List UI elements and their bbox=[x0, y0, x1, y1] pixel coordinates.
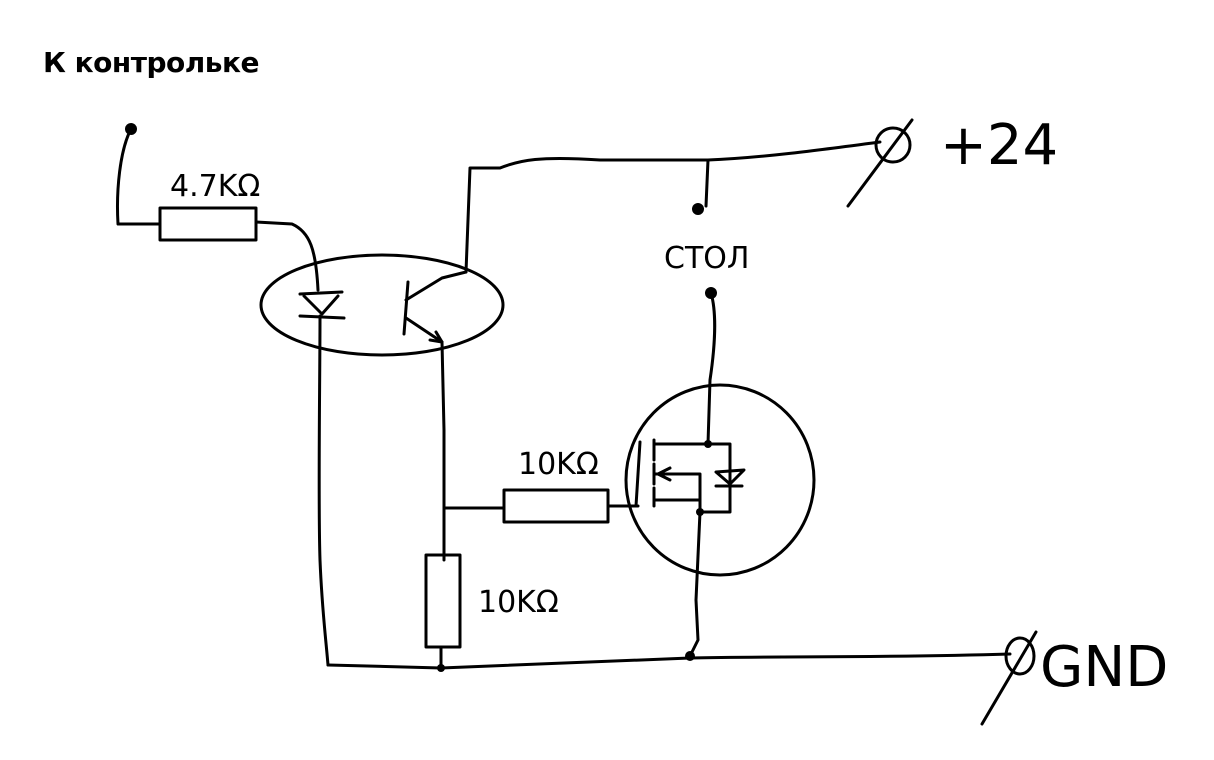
resistor-4k7-label: 4.7KΩ bbox=[170, 169, 260, 204]
wire-ground bbox=[326, 652, 1012, 670]
mosfet-symbol bbox=[634, 438, 746, 514]
mosfet bbox=[624, 383, 816, 577]
stol-terminal-top bbox=[692, 203, 704, 215]
stol-label: СТОЛ bbox=[664, 241, 749, 276]
phototransistor-symbol bbox=[402, 270, 468, 344]
wire-emitter bbox=[440, 340, 446, 562]
resistor-4k7 bbox=[158, 206, 258, 242]
ground-terminal bbox=[980, 630, 1038, 726]
resistor-gate-label: 10KΩ bbox=[518, 447, 599, 482]
gnd-junction-left bbox=[437, 664, 445, 672]
gnd-junction-right bbox=[685, 651, 695, 661]
wire-stol-top bbox=[704, 158, 710, 208]
led-symbol bbox=[298, 290, 346, 320]
resistor-pulldown bbox=[424, 553, 462, 649]
wire-to-led bbox=[254, 220, 320, 292]
wire-drain bbox=[706, 291, 717, 446]
drain-junction bbox=[704, 440, 712, 448]
wire-source bbox=[688, 510, 702, 658]
wire-led-down bbox=[317, 314, 330, 667]
optocoupler bbox=[259, 253, 505, 357]
resistor-pulldown-label: 10KΩ bbox=[478, 585, 559, 620]
resistor-gate bbox=[502, 488, 610, 524]
page-title: К контрольке bbox=[43, 46, 259, 79]
ground-label: GND bbox=[1040, 635, 1168, 700]
wire-input bbox=[116, 127, 162, 226]
supply-label: +24 bbox=[940, 113, 1058, 178]
supply-terminal bbox=[846, 118, 914, 208]
